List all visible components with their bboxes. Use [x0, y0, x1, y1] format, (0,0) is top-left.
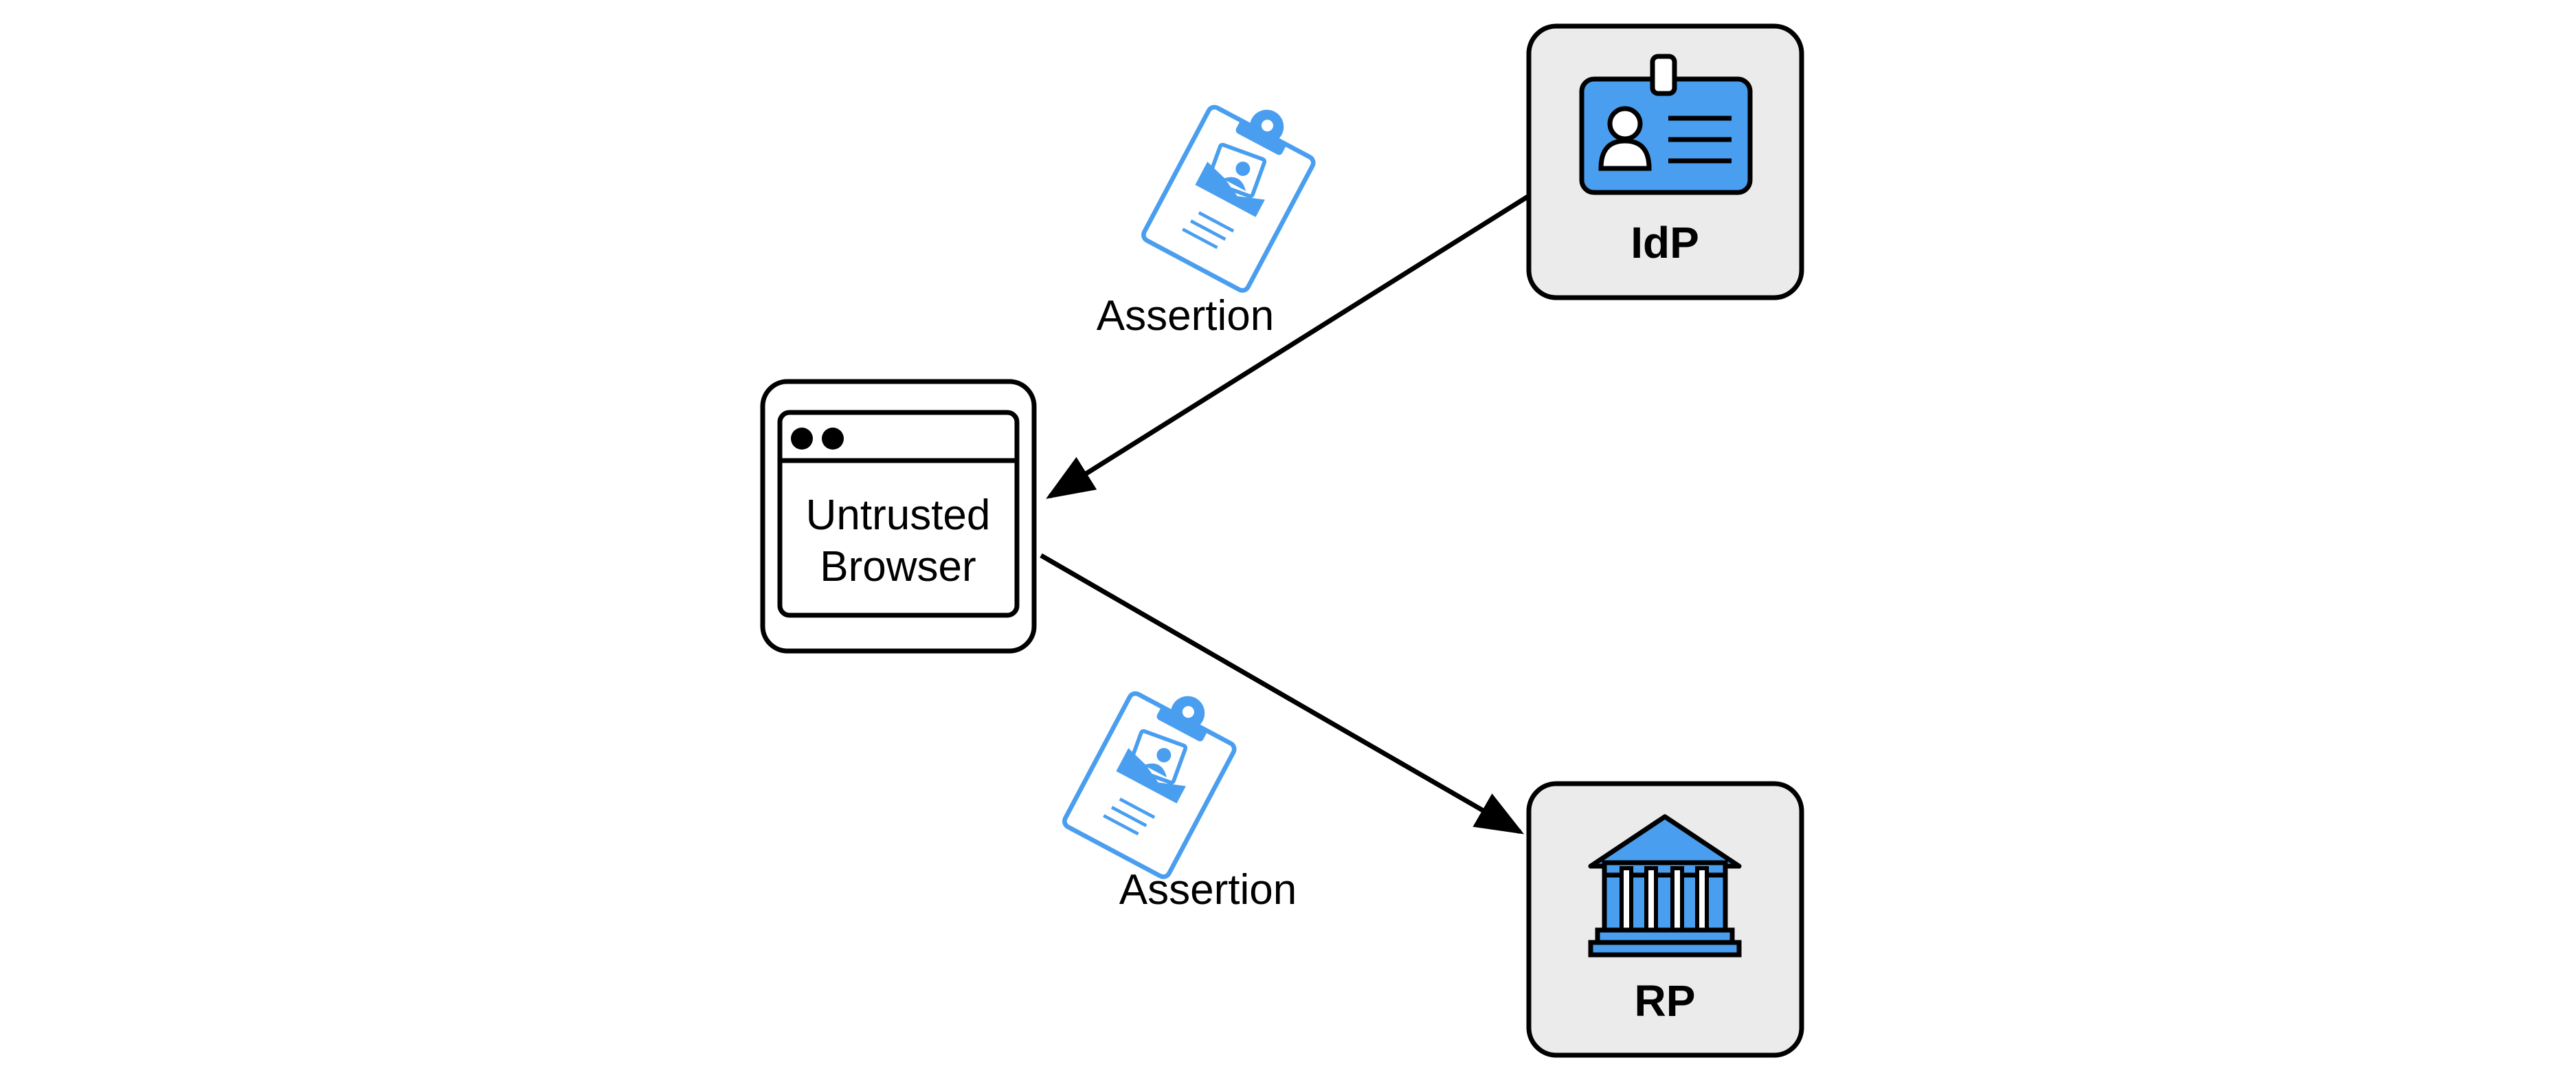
id-badge-icon — [1579, 54, 1753, 195]
edge-label-assertion-2: Assertion — [1119, 866, 1297, 914]
node-rp: RP — [1526, 781, 1804, 1058]
node-browser: Untrusted Browser — [760, 379, 1037, 654]
node-label-idp: IdP — [1631, 218, 1699, 267]
browser-window-icon — [777, 410, 1020, 618]
edge-idp-to-browser — [1046, 194, 1530, 499]
edge-browser-to-rp — [1040, 553, 1525, 835]
node-label-rp: RP — [1635, 976, 1696, 1026]
node-idp: IdP — [1526, 23, 1804, 300]
clipboard-assertion-icon — [1062, 670, 1248, 879]
browser-label-line-2: Browser — [820, 543, 976, 590]
clipboard-assertion-icon — [1141, 84, 1327, 292]
browser-label-line-1: Untrusted — [806, 492, 991, 539]
bank-building-icon — [1588, 814, 1742, 958]
edge-label-assertion-1: Assertion — [1097, 292, 1274, 340]
